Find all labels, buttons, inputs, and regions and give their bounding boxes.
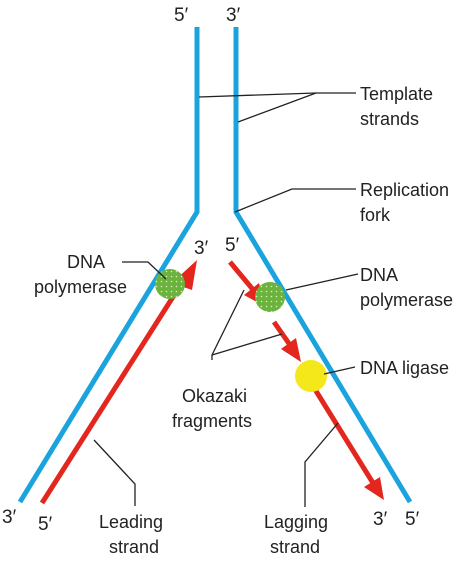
leader-ligase — [323, 366, 356, 375]
end-markers: 5′ 3′ 3′ 5′ 3′ 5′ 3′ 5′ — [2, 5, 420, 535]
end-leading-top: 3′ — [194, 238, 209, 259]
leader-fork — [234, 188, 356, 213]
leading-strand-line — [39, 276, 188, 505]
leader-poly-left — [122, 261, 167, 280]
leader-template-b — [237, 92, 317, 123]
label-template-line1: Template — [360, 84, 433, 104]
label-poly-left-line2: polymerase — [34, 277, 127, 297]
label-lagging-line2: strand — [270, 537, 320, 557]
okazaki-fragment-1 — [228, 260, 257, 294]
leader-template-a — [198, 92, 356, 98]
leader-lines — [93, 92, 359, 507]
label-fork-line1: Replication — [360, 180, 449, 200]
labels: Template strands Replication fork DNA po… — [34, 84, 453, 557]
leader-leading — [93, 439, 136, 506]
end-bottom-left: 5′ — [38, 514, 53, 535]
end-bottom-far-left: 3′ — [2, 507, 17, 528]
label-poly-right-line1: DNA — [360, 265, 398, 285]
enzymes — [155, 269, 327, 392]
label-okazaki-line1: Okazaki — [182, 386, 247, 406]
leader-poly-right — [285, 273, 359, 291]
label-poly-right-line2: polymerase — [360, 290, 453, 310]
label-ligase: DNA ligase — [360, 358, 449, 378]
right-polymerase-texture — [255, 282, 285, 312]
end-bottom-right-inner: 3′ — [373, 509, 388, 530]
label-leading-line1: Leading — [99, 512, 163, 532]
leader-okazaki-a — [211, 289, 245, 360]
end-lagging-top: 5′ — [225, 235, 240, 256]
leader-okazaki-b — [211, 333, 283, 356]
end-top-left: 5′ — [174, 5, 189, 26]
label-fork-line2: fork — [360, 205, 391, 225]
polymerase-icon-right — [255, 282, 285, 312]
label-poly-left-line1: DNA — [67, 252, 105, 272]
label-lagging-line1: Lagging — [264, 512, 328, 532]
label-template-line2: strands — [360, 109, 419, 129]
label-okazaki-line2: fragments — [172, 411, 252, 431]
label-leading-line2: strand — [109, 537, 159, 557]
left-template-strand — [17, 27, 200, 504]
ligase-icon — [295, 360, 327, 392]
okazaki-fragment-2-arrowhead — [281, 338, 301, 362]
end-bottom-right-outer: 5′ — [405, 509, 420, 530]
okazaki-fragment-2 — [271, 320, 293, 347]
end-top-right: 3′ — [226, 5, 241, 26]
okazaki-fragment-3-arrowhead — [364, 477, 384, 500]
leader-lagging — [304, 422, 339, 507]
